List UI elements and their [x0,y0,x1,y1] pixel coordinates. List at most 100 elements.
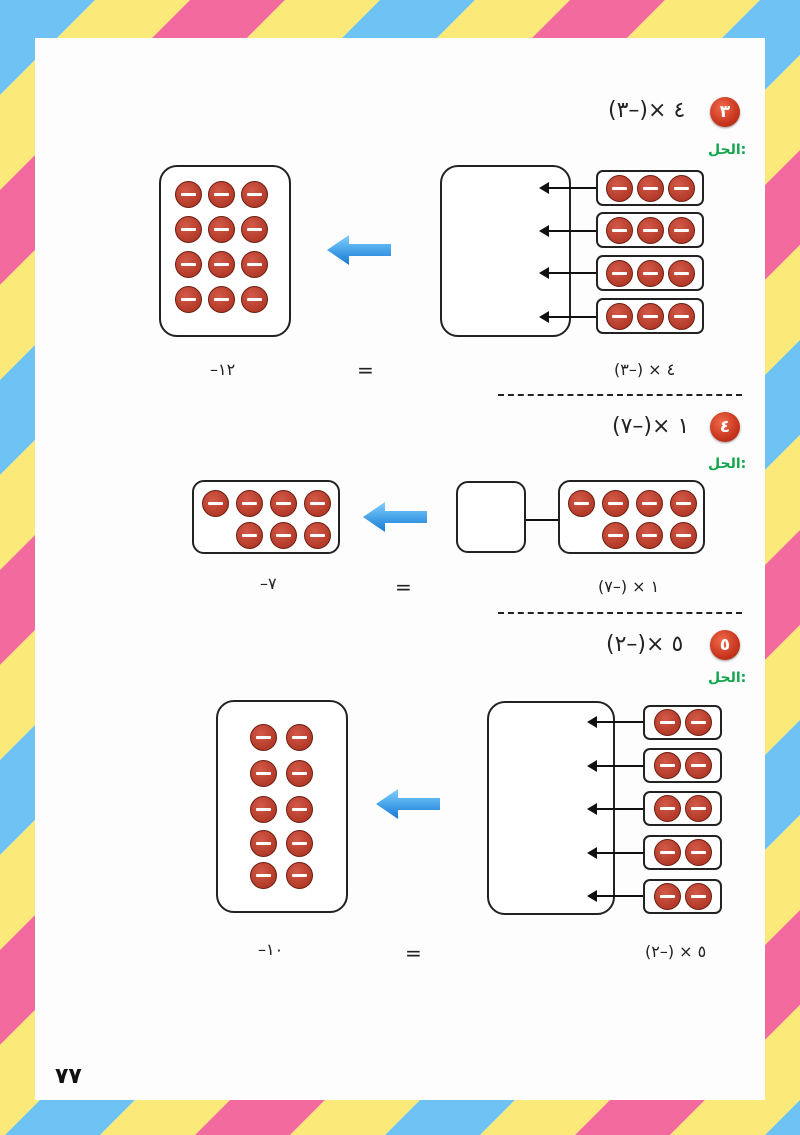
negative-counter-icon [684,709,712,736]
negative-counter-icon [250,830,277,857]
negative-counter-icon [286,830,313,857]
negative-counter-icon [605,216,633,244]
negative-counter-icon [667,302,695,330]
negative-counter-icon [602,522,629,549]
move-arrow-icon [539,225,596,237]
counter-group [643,791,722,826]
negative-counter-icon [236,490,263,517]
equals-sign: = [405,941,422,965]
result-value: –١٠ [258,940,284,959]
negative-counter-icon [602,490,629,517]
equals-sign: = [395,575,412,599]
negative-counter-icon [208,286,235,313]
negative-counter-icon [241,286,268,313]
negative-counter-icon [175,286,202,313]
negative-counter-icon [236,522,263,549]
result-chips [175,181,279,313]
negative-counter-icon [304,490,331,517]
negative-counter-icon [684,883,712,910]
question-expression: ٤ ×(–٣) [608,98,686,123]
blue-left-arrow-icon [363,502,427,532]
left-expression: ١ × (–٧) [598,577,660,596]
negative-counter-icon [286,796,313,823]
counter-group [596,255,704,291]
question-number-badge: ٤ [710,412,740,442]
negative-counter-icon [667,259,695,287]
negative-counter-icon [241,216,268,243]
negative-counter-icon [270,522,297,549]
product-box-filled [216,700,348,913]
negative-counter-icon [670,522,697,549]
move-arrow-icon [587,716,643,728]
product-box-empty [456,481,526,553]
negative-counter-icon [684,839,712,866]
page-number: ٧٧ [55,1064,82,1089]
negative-counter-icon [286,862,313,889]
negative-counter-icon [653,883,681,910]
negative-counter-icon [667,216,695,244]
counter-group [643,748,722,783]
result-value: –١٢ [210,360,236,379]
solution-label: الحل: [708,670,747,686]
negative-counter-icon [653,795,681,822]
move-arrow-icon [587,803,643,815]
blue-left-arrow-icon [376,789,440,819]
blue-left-arrow-icon [327,235,391,265]
negative-counter-icon [653,709,681,736]
counter-group [643,705,722,740]
negative-counter-icon [605,302,633,330]
solution-label: الحل: [708,456,747,472]
negative-counter-icon [286,724,313,751]
move-arrow-icon [539,267,596,279]
counter-group [596,170,704,206]
product-box-empty [440,165,571,337]
negative-counter-icon [636,259,664,287]
negative-counter-icon [667,174,695,202]
counter-group [596,212,704,248]
negative-counter-icon [250,760,277,787]
section-divider [498,394,742,396]
negative-counter-icon [250,724,277,751]
counter-group [596,298,704,334]
negative-counter-icon [286,760,313,787]
negative-counter-icon [670,490,697,517]
equals-sign: = [357,358,374,382]
negative-counter-icon [175,251,202,278]
product-box-filled [159,165,291,337]
negative-counter-icon [636,522,663,549]
negative-counter-icon [241,251,268,278]
negative-counter-icon [241,181,268,208]
negative-counter-icon [684,795,712,822]
negative-counter-icon [208,181,235,208]
negative-counter-icon [636,216,664,244]
move-arrow-icon [539,182,596,194]
negative-counter-icon [202,490,229,517]
negative-counter-icon [653,839,681,866]
negative-counter-icon [270,490,297,517]
negative-counter-icon [684,752,712,779]
move-arrow-icon [587,760,643,772]
negative-counter-icon [636,302,664,330]
negative-counter-icon [208,216,235,243]
negative-counter-icon [175,216,202,243]
negative-counter-icon [250,796,277,823]
move-arrow-icon [587,847,643,859]
negative-counter-icon [653,752,681,779]
negative-counter-icon [636,490,663,517]
counter-group-seven [558,480,705,554]
question-number-badge: ٣ [710,97,740,127]
question-expression: ١ ×(–٧) [612,414,690,439]
result-value: –٧ [260,574,277,593]
counter-group [643,835,722,870]
negative-counter-icon [636,174,664,202]
question-expression: ٥ ×(–٢) [606,632,684,657]
product-box-filled [192,480,340,554]
section-divider [498,612,742,614]
left-expression: ٤ × (–٣) [614,360,676,379]
negative-counter-icon [605,174,633,202]
question-number-badge: ٥ [710,630,740,660]
negative-counter-icon [250,862,277,889]
negative-counter-icon [304,522,331,549]
move-arrow-icon [587,890,643,902]
negative-counter-icon [208,251,235,278]
